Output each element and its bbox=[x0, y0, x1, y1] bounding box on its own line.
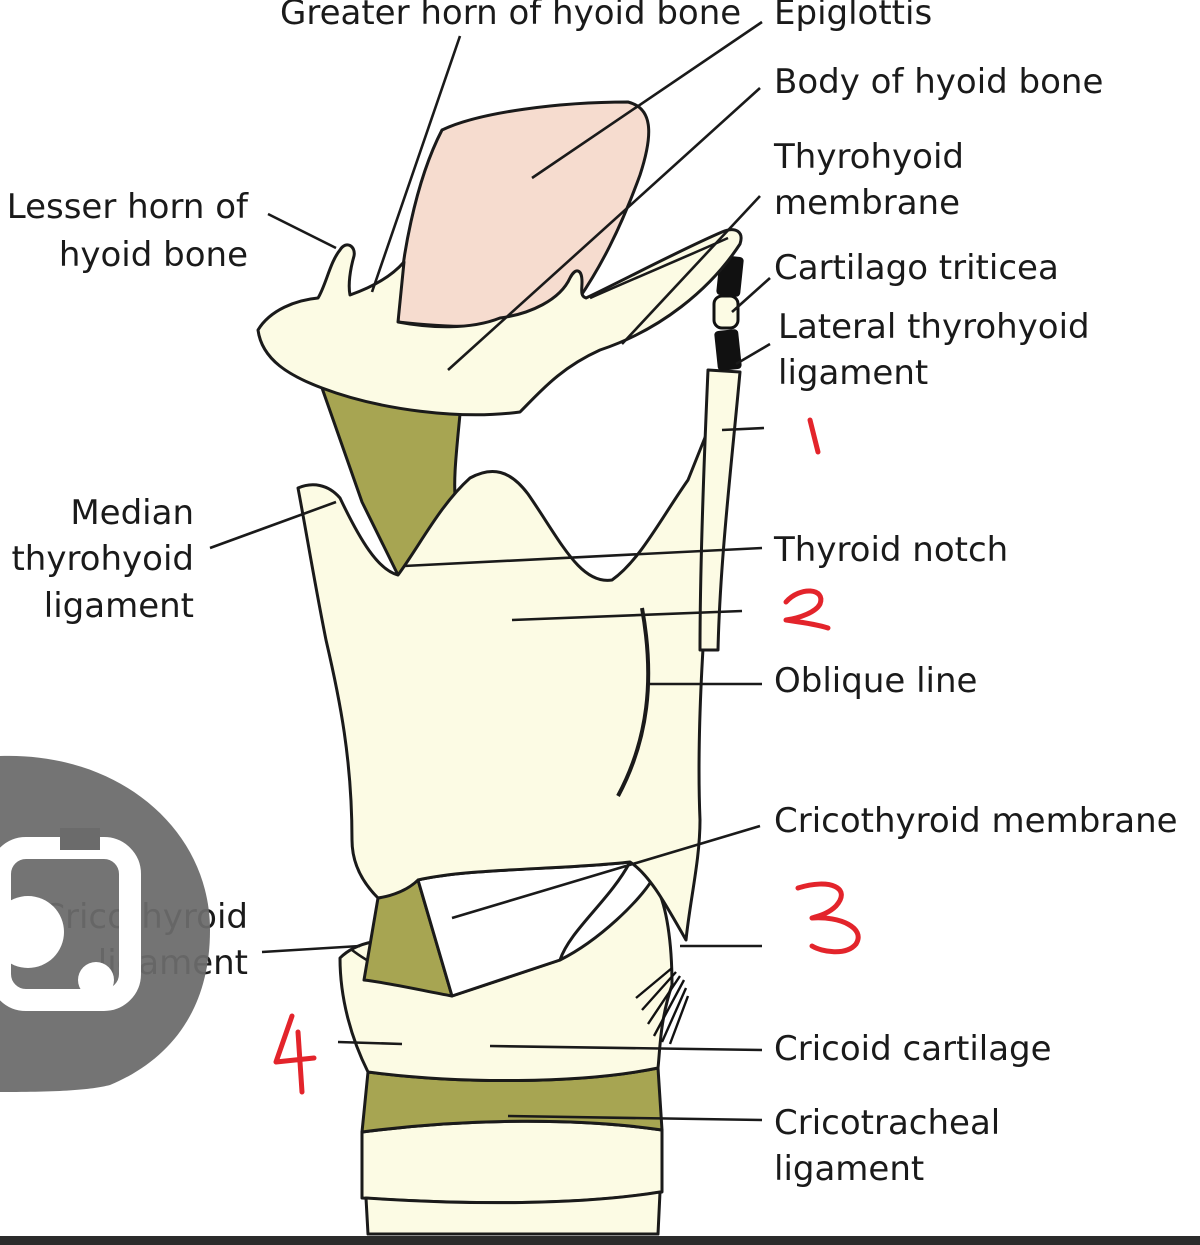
camera-search-icon[interactable] bbox=[0, 755, 210, 1092]
label-lesser-horn-1: Lesser horn of bbox=[7, 187, 249, 227]
hand-number-1: 1 bbox=[807, 417, 821, 455]
cartilago-triticea-nodule bbox=[712, 294, 740, 330]
label-lateral-thyrohyoid-1: Lateral thyrohyoid bbox=[778, 307, 1090, 347]
label-oblique-line: Oblique line bbox=[774, 661, 977, 701]
hand-number-2: 2 bbox=[783, 588, 831, 631]
bottom-edge-bar bbox=[0, 1236, 1200, 1245]
trachea-below bbox=[364, 1190, 662, 1236]
label-cricotracheal-1: Cricotracheal bbox=[774, 1103, 1000, 1143]
lateral-thyrohyoid-block-lower bbox=[714, 329, 742, 371]
label-lateral-thyrohyoid-2: ligament bbox=[778, 353, 928, 393]
right-edge-bar bbox=[1178, 0, 1200, 1236]
label-thyroid-notch: Thyroid notch bbox=[773, 530, 1008, 570]
label-median-thyrohyoid-2: thyrohyoid bbox=[11, 539, 194, 579]
thyroid-superior-horn bbox=[698, 368, 742, 652]
label-median-thyrohyoid-1: Median bbox=[70, 493, 194, 533]
hand-number-4: 4 bbox=[273, 1013, 317, 1095]
oblique-line bbox=[616, 607, 651, 797]
label-thyrohyoid-membrane-2: membrane bbox=[774, 183, 960, 223]
label-lesser-horn-2: hyoid bone bbox=[59, 235, 248, 275]
cricoid-cartilage-shape bbox=[338, 878, 674, 1083]
label-cartilago-triticea: Cartilago triticea bbox=[774, 248, 1059, 288]
thyroid-cartilage-shape bbox=[296, 398, 722, 942]
cricothyroid-fibres bbox=[635, 967, 690, 1045]
leader-lines bbox=[209, 20, 771, 1122]
label-cricothyroid-membrane: Cricothyroid membrane bbox=[774, 801, 1178, 841]
larynx-anatomy bbox=[256, 100, 744, 1236]
handwritten-annotations: 1 2 3 4 bbox=[273, 417, 861, 1095]
label-cricotracheal-2: ligament bbox=[774, 1149, 924, 1189]
label-greater-horn: Greater horn of hyoid bone bbox=[280, 0, 741, 33]
label-thyrohyoid-membrane-1: Thyrohyoid bbox=[773, 137, 964, 177]
label-body-hyoid: Body of hyoid bone bbox=[774, 62, 1103, 102]
labels: Greater horn of hyoid bone Epiglottis Bo… bbox=[7, 0, 1178, 1189]
label-cricoid-cartilage: Cricoid cartilage bbox=[774, 1029, 1052, 1069]
trachea-ring bbox=[360, 1119, 664, 1205]
label-median-thyrohyoid-3: ligament bbox=[44, 586, 194, 626]
label-epiglottis: Epiglottis bbox=[774, 0, 932, 33]
hand-number-3: 3 bbox=[795, 881, 861, 955]
